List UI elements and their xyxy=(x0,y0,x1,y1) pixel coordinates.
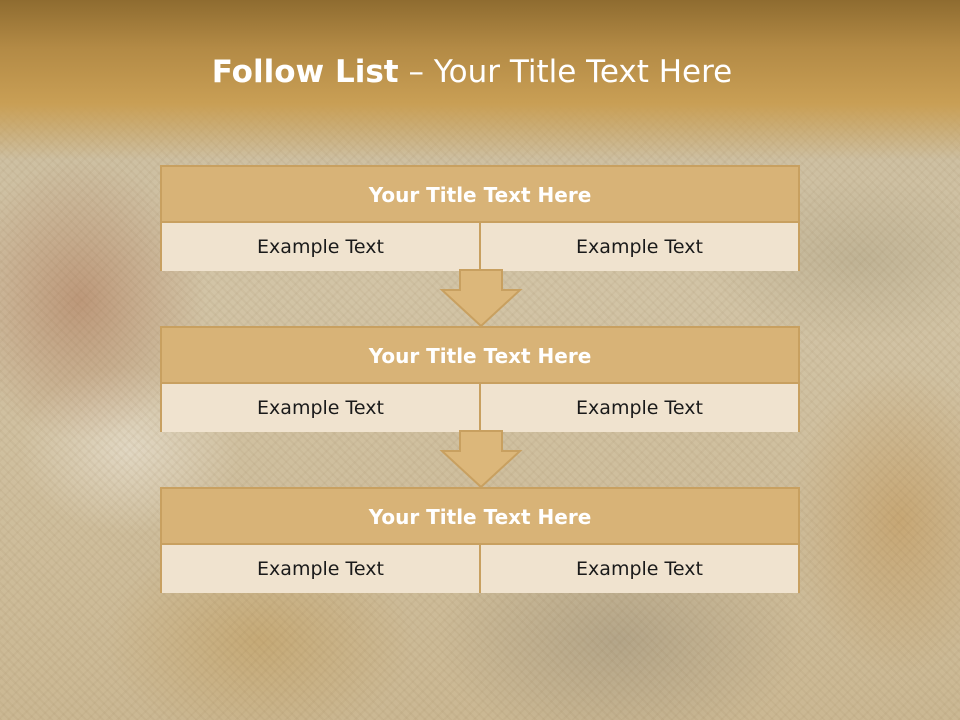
down-arrow-icon xyxy=(439,430,523,489)
block-cell-left: Example Text xyxy=(257,397,384,419)
block-title: Your Title Text Here xyxy=(162,328,798,384)
block-row: Example Text Example Text xyxy=(162,545,798,593)
slide-title-strong: Follow List xyxy=(211,54,399,90)
header-band xyxy=(0,0,960,160)
block-cell-right: Example Text xyxy=(479,223,798,271)
list-block-2: Your Title Text Here Example Text Exampl… xyxy=(160,326,800,432)
block-title: Your Title Text Here xyxy=(162,489,798,545)
block-cell-left: Example Text xyxy=(257,236,384,258)
block-row: Example Text Example Text xyxy=(162,223,798,271)
down-arrow-icon xyxy=(439,269,523,328)
block-cell-right: Example Text xyxy=(479,384,798,432)
block-cell-right: Example Text xyxy=(479,545,798,593)
block-title: Your Title Text Here xyxy=(162,167,798,223)
slide-title: Follow List – Your Title Text Here xyxy=(0,54,944,90)
list-block-1: Your Title Text Here Example Text Exampl… xyxy=(160,165,800,271)
slide-title-rest: – Your Title Text Here xyxy=(398,54,733,90)
block-row: Example Text Example Text xyxy=(162,384,798,432)
block-cell-left: Example Text xyxy=(257,558,384,580)
list-block-3: Your Title Text Here Example Text Exampl… xyxy=(160,487,800,593)
